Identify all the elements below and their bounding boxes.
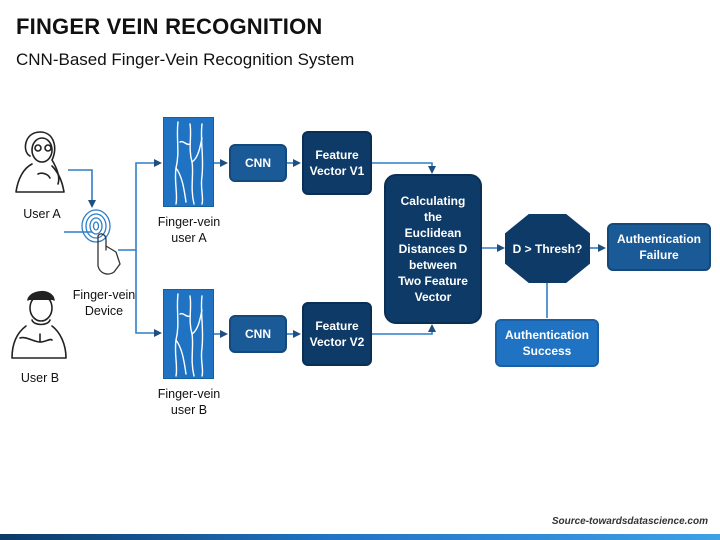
page-title: FINGER VEIN RECOGNITION — [16, 14, 323, 39]
vein-image-b — [163, 289, 214, 379]
user-a-label: User A — [23, 207, 61, 221]
device-label: Finger-vein Device — [72, 288, 136, 318]
man-user-icon — [11, 290, 67, 359]
cnn-box-a: CNN — [229, 144, 287, 182]
authentication-success-box: Authentication Success — [495, 319, 599, 367]
feature-vector-v2-box: Feature Vector V2 — [302, 302, 372, 366]
arrow-feature-v1-calc — [372, 162, 436, 174]
vein-image-icon — [174, 121, 204, 205]
fingerprint-icon — [81, 209, 121, 275]
vein-image-a — [163, 117, 214, 207]
line-device-split-b — [135, 250, 162, 337]
cnn-box-b: CNN — [229, 315, 287, 353]
feature-vector-v1-box: Feature Vector V1 — [302, 131, 372, 195]
euclidean-distance-box: Calculating the Euclidean Distances D be… — [384, 174, 482, 324]
vein-image-icon — [174, 293, 204, 377]
arrow-user-a-to-device — [68, 169, 96, 208]
arrow-feature-v2-calc — [372, 324, 436, 335]
decision-octagon: D > Thresh? — [505, 214, 590, 283]
footer-accent-bar — [0, 534, 720, 540]
vein-b-label: Finger-vein user B — [157, 387, 221, 417]
woman-user-icon — [15, 131, 65, 193]
vein-a-label: Finger-vein user A — [157, 215, 221, 245]
user-b-label: User B — [20, 371, 60, 385]
authentication-failure-box: Authentication Failure — [607, 223, 711, 271]
source-credit: Source-towardsdatascience.com — [551, 516, 708, 527]
page-subtitle: CNN-Based Finger-Vein Recognition System — [16, 50, 355, 69]
line-device-split — [118, 159, 162, 251]
